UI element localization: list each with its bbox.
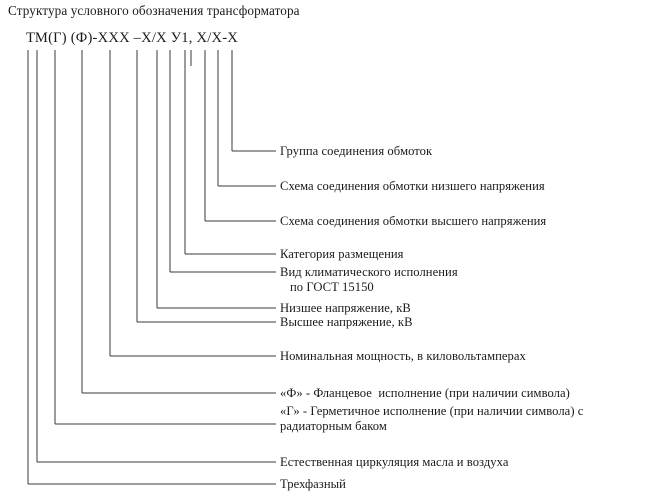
callout-label-natural-oil-air-circulation: Естественная циркуляция масла и воздуха xyxy=(280,455,508,470)
callout-label-lv-winding-connection-scheme: Схема соединения обмотки низшего напряже… xyxy=(280,179,545,194)
callout-label-flange-design: «Ф» - Фланцевое исполнение (при наличии … xyxy=(280,386,570,401)
callout-text-primary: Схема соединения обмотки низшего напряже… xyxy=(280,179,545,193)
callout-text-primary: Категория размещения xyxy=(280,247,404,261)
callout-text-primary: «Г» - Герметичное исполнение (при наличи… xyxy=(280,404,584,418)
callout-text-primary: Высшее напряжение, кВ xyxy=(280,315,413,329)
callout-text-primary: Низшее напряжение, кВ xyxy=(280,301,411,315)
callout-text-primary: Номинальная мощность, в киловольтамперах xyxy=(280,349,526,363)
callout-label-high-voltage: Высшее напряжение, кВ xyxy=(280,315,413,330)
callout-label-three-phase: Трехфазный xyxy=(280,477,346,492)
callout-label-hv-winding-connection-scheme: Схема соединения обмотки высшего напряже… xyxy=(280,214,546,229)
callout-label-low-voltage: Низшее напряжение, кВ xyxy=(280,301,411,316)
callout-label-rated-power: Номинальная мощность, в киловольтамперах xyxy=(280,349,526,364)
callout-text-primary: «Ф» - Фланцевое исполнение (при наличии … xyxy=(280,386,570,400)
callout-label-placement-category: Категория размещения xyxy=(280,247,404,262)
callout-label-hermetic-design: «Г» - Герметичное исполнение (при наличи… xyxy=(280,404,583,434)
callout-text-secondary: радиаторным баком xyxy=(280,418,387,433)
callout-text-primary: Естественная циркуляция масла и воздуха xyxy=(280,455,509,469)
callout-text-primary: Вид климатического исполнения xyxy=(280,265,458,279)
callout-text-primary: Группа соединения обмоток xyxy=(280,144,433,158)
callout-text-secondary: по ГОСТ 15150 xyxy=(290,279,374,294)
callout-text-primary: Трехфазный xyxy=(280,477,346,491)
callout-text-primary: Схема соединения обмотки высшего напряже… xyxy=(280,214,547,228)
page-title: Структура условного обозначения трансфор… xyxy=(8,3,300,18)
callout-label-group-of-winding-connection: Группа соединения обмоток xyxy=(280,144,432,159)
designation-code: ТМ(Г) (Ф)-ХХХ –Х/Х У1, Х/Х-Х xyxy=(26,30,239,46)
